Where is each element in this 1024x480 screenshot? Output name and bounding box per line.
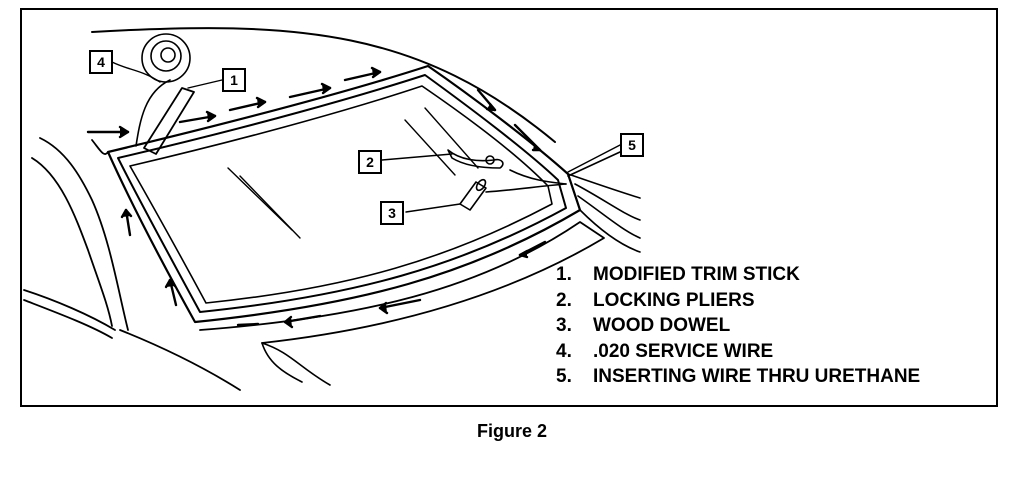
legend-text: LOCKING PLIERS: [593, 289, 755, 311]
legend-item: 2. LOCKING PLIERS: [556, 288, 920, 314]
roof-line: [91, 27, 556, 143]
legend-item: 5. INSERTING WIRE THRU URETHANE: [556, 364, 920, 390]
legend-number: 2.: [556, 289, 572, 311]
legend-number: 5.: [556, 366, 572, 387]
callout-5: 5: [620, 133, 644, 157]
legend-text: WOOD DOWEL: [593, 315, 731, 336]
legend-item: 4. .020 SERVICE WIRE: [556, 339, 920, 365]
callout-1: 1: [222, 68, 246, 92]
wood-dowel: [459, 178, 567, 211]
locking-pliers: [447, 149, 567, 185]
legend-item: 1. MODIFIED TRIM STICK: [556, 262, 920, 288]
trim-stick: [143, 87, 195, 155]
callout-2: 2: [358, 150, 382, 174]
parts-legend: 1. MODIFIED TRIM STICK 2. LOCKING PLIERS 3…: [556, 262, 920, 390]
legend-number: 1.: [556, 264, 572, 285]
legend-item: 3. WOOD DOWEL: [556, 313, 920, 339]
windshield-glass-edge: [129, 85, 553, 304]
windshield-inner-moulding: [117, 74, 567, 313]
callout-3: 3: [380, 201, 404, 225]
service-wire-coil: [135, 33, 191, 147]
a-pillar-and-door: [23, 137, 241, 391]
legend-text: MODIFIED TRIM STICK: [593, 264, 800, 285]
figure-caption: Figure 2: [476, 421, 547, 441]
legend-number: 3.: [556, 315, 572, 336]
glass-reflection: [227, 107, 479, 239]
wire-entry-arrow: [567, 151, 621, 177]
legend-text: .020 SERVICE WIRE: [593, 340, 774, 362]
callout-4: 4: [89, 50, 113, 74]
cowl-panel: [199, 221, 605, 344]
fender-lines: [567, 173, 641, 253]
cowl-panel-edge: [261, 342, 331, 386]
legend-text: INSERTING WIRE THRU URETHANE: [593, 366, 921, 387]
flow-arrows: [86, 66, 547, 329]
legend-number: 4.: [556, 340, 572, 362]
figure-frame: [20, 8, 998, 407]
callout-leaders: [111, 61, 623, 213]
